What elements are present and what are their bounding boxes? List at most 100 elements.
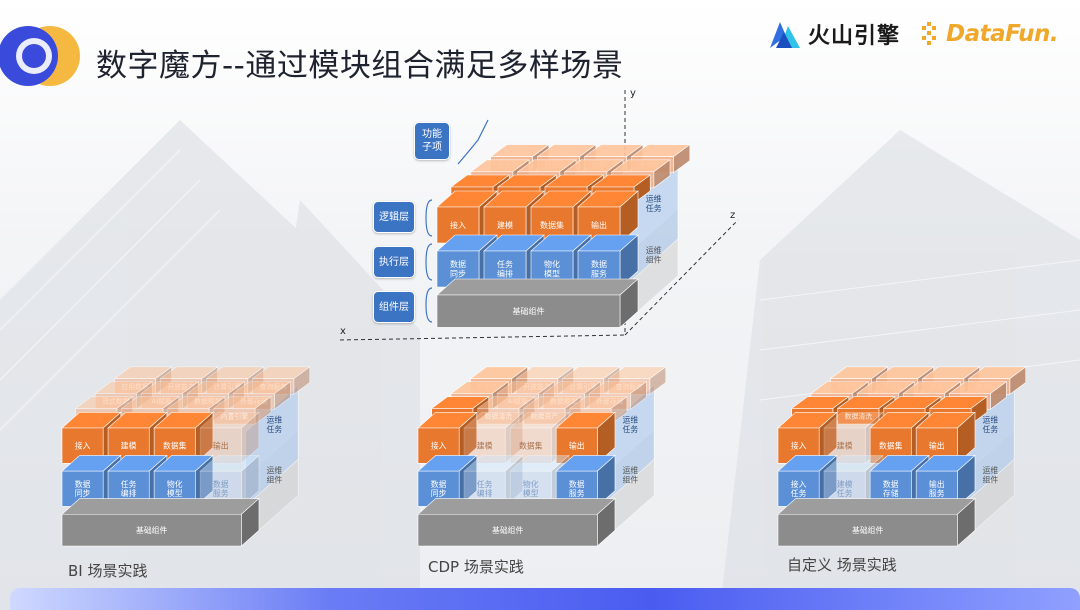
scenario-2-logic-1-front — [823, 427, 866, 464]
scenario-2-base-top — [777, 498, 976, 515]
scenario-0-logic-3-front — [199, 427, 242, 464]
execution-bracket — [425, 243, 433, 281]
scenario-1-exec-1: 任务编排 — [463, 454, 524, 508]
main-side-logic-label: 运维任务 — [646, 194, 662, 214]
main-logic-3: 输出 — [577, 190, 639, 244]
scenario-2-base-label: 基础组件 — [852, 525, 883, 535]
scenario-0-logic-2: 数据集 — [153, 411, 214, 464]
y-axis-label: y — [630, 88, 636, 99]
scenario-1-base-label: 基础组件 — [492, 525, 523, 535]
scenario-0-logic-2-label: 数据集 — [163, 440, 187, 450]
scenario-1-logic-1-top — [463, 412, 524, 429]
scenario-1-exec-3: 数据服务 — [555, 454, 616, 508]
scenario-0-exec-0-label: 数据同步 — [75, 479, 91, 498]
logic-layer-text: 逻辑层 — [379, 211, 409, 223]
scenario-1-base-front — [417, 513, 598, 547]
scenario-0-base-label: 基础组件 — [136, 525, 167, 535]
cdp-scenario-caption: CDP 场景实践 — [428, 558, 524, 576]
function-layer-label: 功能 子项 — [414, 122, 450, 160]
scenario-cubes: 运维任务运维组件应用数据开放能力计算引擎查询服务流式数据AI赋能数据模型外部存储… — [61, 366, 1027, 547]
bi-scenario-caption: BI 场景实践 — [68, 562, 148, 580]
main-logic-1-label: 建模 — [497, 220, 513, 230]
function-bracket — [457, 119, 489, 165]
main-logic-0: 接入 — [436, 190, 498, 244]
scenario-0-base-top — [61, 498, 260, 515]
main-exec-2-label: 物化模型 — [544, 259, 560, 279]
scenario-2-logic-2-label: 数据集 — [879, 440, 903, 450]
scenario-0-exec-3: 数据服务 — [199, 454, 260, 508]
scenario-1-logic-2-front — [509, 427, 552, 464]
custom-scenario-caption: 自定义 场景实践 — [787, 556, 897, 574]
x-axis-label: x — [340, 326, 346, 337]
scenario-2-side-logic-label: 运维任务 — [983, 415, 999, 434]
scenario-1-logic-2-label: 数据集 — [519, 440, 543, 450]
scenario-2-exec-1-top — [823, 455, 884, 472]
scenario-2-func-2-1-label: 数据清洗 — [845, 412, 873, 421]
function-layer-text: 功能 子项 — [422, 129, 442, 153]
page-title: 数字魔方--通过模块组合满足多样场景 — [96, 48, 624, 84]
scenario-1-logic-1-side — [504, 411, 524, 464]
scenario-0-exec-3-top — [199, 455, 260, 472]
scenario-2-logic-3: 输出 — [915, 411, 976, 464]
main-cube: 运维任务运维组件应用数据开放能力计算引擎查询服务流式数据AI赋能数据模型外部存储… — [436, 144, 691, 329]
scenario-0-exec-2-label: 物化模型 — [167, 479, 183, 498]
scenario-1-side-logic-label: 运维任务 — [623, 415, 639, 434]
scenario-0-base-front — [61, 513, 242, 547]
layer-brackets — [425, 119, 489, 323]
scenario-1-exec-3-label: 数据服务 — [569, 479, 585, 498]
execution-layer-text: 执行层 — [379, 256, 409, 268]
logic-bracket — [425, 199, 433, 237]
scenario-2-logic-3-label: 输出 — [929, 440, 945, 450]
scenario-1-exec-1-side — [504, 454, 524, 508]
x-axis-line — [339, 334, 626, 341]
scenario-0-exec-0: 数据同步 — [61, 454, 122, 508]
scenario-2-exec-0: 接入任务 — [777, 454, 838, 508]
scenario-0-exec-3-side — [241, 454, 260, 508]
scenario-1-logic-3-label: 输出 — [569, 440, 585, 450]
component-layer-label: 组件层 — [373, 291, 415, 323]
huoshan-brand: 火山引擎 — [768, 15, 900, 53]
main-exec-1-label: 任务编排 — [497, 259, 513, 279]
main-logic-0-label: 接入 — [450, 220, 466, 230]
scenario-0-side-logic-label: 运维任务 — [267, 415, 283, 434]
component-bracket — [425, 287, 433, 323]
scenario-2-logic-1-label: 建模 — [837, 440, 853, 450]
huoshan-brand-text: 火山引擎 — [808, 24, 901, 49]
scenario-0-exec-1-label: 任务编排 — [121, 479, 137, 498]
scenario-1-exec-2-label: 物化模型 — [523, 479, 539, 498]
scenario-1-exec-0-label: 数据同步 — [431, 479, 447, 498]
scenario-0-base: 基础组件 — [61, 497, 260, 547]
main-logic-2: 数据集 — [530, 190, 592, 244]
scenario-2-exec-0-label: 接入任务 — [791, 479, 807, 498]
main-base-label: 基础组件 — [513, 306, 545, 316]
scenario-1-logic-0: 接入 — [417, 411, 478, 464]
datafun-logo-icon — [922, 22, 936, 45]
scenario-1-base-top — [417, 498, 616, 515]
scenario-0-logic-3-label: 输出 — [213, 440, 229, 450]
scenario-1-func-2-2-label: 数据资产 — [531, 412, 559, 421]
scenario-2-exec-2: 数据存储 — [869, 454, 930, 508]
datafun-brand-text: DataFun. — [946, 21, 1059, 47]
scenario-1-logic-3: 输出 — [555, 411, 616, 464]
main-exec-0-label: 数据同步 — [450, 259, 466, 279]
main-logic-2-label: 数据集 — [540, 220, 564, 230]
scenario-2-exec-1-label: 建模任务 — [837, 479, 853, 498]
presentation-logo — [0, 26, 80, 86]
scenario-1-exec-2-top — [509, 455, 570, 472]
scenario-1-side-exec-label: 运维组件 — [623, 465, 639, 484]
scenario-2-logic-0-label: 接入 — [791, 440, 807, 450]
scenario-2-exec-3-label: 输出服务 — [929, 479, 945, 498]
main-base-front — [436, 294, 621, 328]
scenario-1-exec-0: 数据同步 — [417, 454, 478, 508]
main-side-exec-label: 运维组件 — [646, 245, 662, 265]
scenario-1-func-2-1-front — [477, 408, 520, 425]
scenario-1-func-2-1-label: 数据清洗 — [485, 412, 513, 421]
component-layer-text: 组件层 — [379, 301, 409, 313]
main-logic-3-label: 输出 — [591, 220, 607, 230]
datafun-brand: DataFun. — [922, 15, 1059, 53]
scenario-2-base-front — [777, 513, 958, 547]
execution-layer-label: 执行层 — [373, 246, 415, 278]
huoshan-logo-icon — [770, 22, 800, 48]
scenario-1-logic-0-label: 接入 — [431, 440, 447, 450]
main-base-top — [436, 278, 639, 296]
